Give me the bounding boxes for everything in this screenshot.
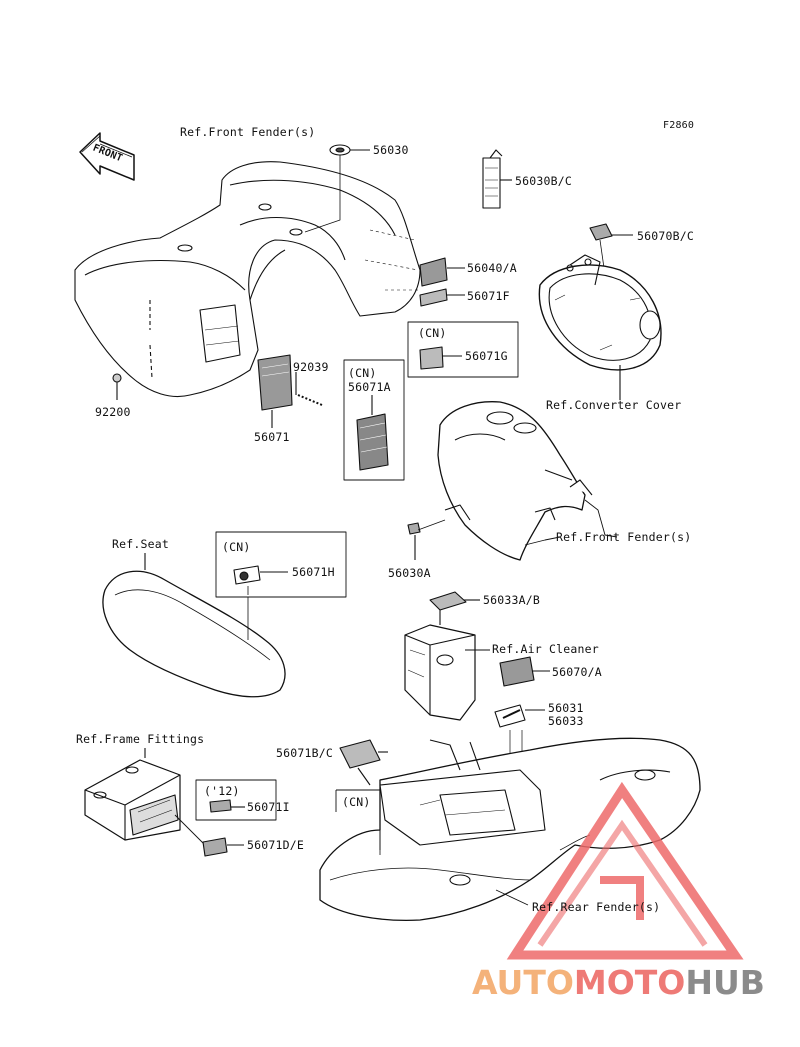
cn-box-a-label: (CN) [348, 366, 377, 380]
cn-box-g-label: (CN) [418, 326, 447, 340]
part-56070bc: 56070B/C [637, 229, 694, 243]
part-56033ab: 56033A/B [483, 593, 540, 607]
ref-front-fender-top: Ref.Front Fender(s) [180, 125, 316, 139]
ref-converter-cover: Ref.Converter Cover [546, 398, 682, 412]
part-92039: 92039 [293, 360, 329, 374]
front-fender-illustration [74, 161, 421, 398]
year-box-label: ('12) [204, 784, 240, 798]
part-56071bc: 56071B/C [276, 746, 333, 760]
rear-fender-illustration [319, 737, 701, 921]
ref-front-fender-mid: Ref.Front Fender(s) [556, 530, 692, 544]
part-56040a: 56040/A [467, 261, 517, 275]
front-fender-mid-illustration [437, 401, 593, 561]
part-56071a: 56071A [348, 380, 391, 394]
air-cleaner-illustration [404, 624, 490, 721]
part-56030bc: 56030B/C [515, 174, 572, 188]
front-direction-arrow [79, 132, 135, 181]
part-56033: 56033 [548, 714, 584, 728]
cn-box-h-label: (CN) [222, 540, 251, 554]
ref-seat: Ref.Seat [112, 537, 169, 551]
part-56070a: 56070/A [552, 665, 602, 679]
ref-air-cleaner: Ref.Air Cleaner [492, 642, 599, 656]
part-56030: 56030 [373, 143, 409, 157]
brand-auto: AUTO [472, 963, 574, 1002]
seat-illustration [102, 553, 286, 698]
part-56031: 56031 [548, 701, 584, 715]
part-56071de: 56071D/E [247, 838, 304, 852]
ref-rear-fender: Ref.Rear Fender(s) [532, 900, 661, 914]
part-56071h: 56071H [292, 565, 335, 579]
part-56071: 56071 [254, 430, 290, 444]
cn-box-rear-label: (CN) [342, 795, 371, 809]
part-56071g: 56071G [465, 349, 508, 363]
ref-frame-fittings: Ref.Frame Fittings [76, 732, 205, 746]
frame-fittings-illustration [84, 748, 181, 841]
watermark-brand-text: AUTOMOTOHUB [472, 963, 765, 1002]
brand-hub: HUB [685, 963, 765, 1002]
part-56030a: 56030A [388, 566, 431, 580]
converter-cover-illustration [538, 254, 662, 400]
part-56071f: 56071F [467, 289, 510, 303]
part-92200: 92200 [95, 405, 131, 419]
part-56071i: 56071I [247, 800, 290, 814]
figure-code: F2860 [663, 120, 695, 131]
watermark-logo [506, 781, 744, 960]
brand-moto: MOTO [573, 963, 686, 1002]
